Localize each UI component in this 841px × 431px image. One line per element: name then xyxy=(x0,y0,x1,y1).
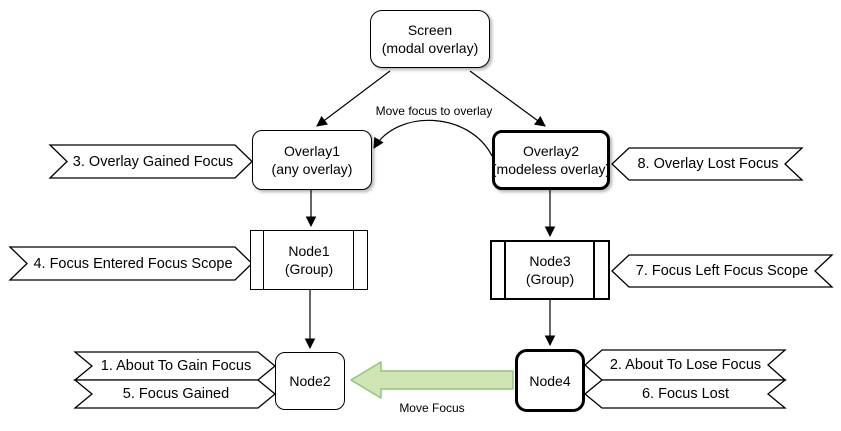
group-side-line xyxy=(593,242,595,298)
edge-screen-to-overlay2 xyxy=(469,70,546,127)
group-side-line xyxy=(504,242,506,298)
node-overlay2: Overlay2 (modeless overlay) xyxy=(492,130,610,190)
node-group3: Node3 (Group) xyxy=(490,240,610,300)
node-overlay1: Overlay1 (any overlay) xyxy=(252,130,372,190)
banner-shape-5 xyxy=(73,379,277,409)
node-node2: Node2 xyxy=(275,352,345,410)
node-group1-title: Node1 xyxy=(288,243,330,259)
banner-shape-4 xyxy=(8,246,253,281)
event-banner-focus-gained: 5. Focus Gained xyxy=(122,386,230,402)
banner-shape-3 xyxy=(48,144,253,179)
node-screen-subtitle: (modal overlay) xyxy=(381,40,479,56)
event-banner-overlay-gained-focus: 3. Overlay Gained Focus xyxy=(72,153,234,170)
banner-shape-7 xyxy=(611,254,834,288)
node-overlay2-subtitle: (modeless overlay) xyxy=(491,161,611,177)
banner-shape-6 xyxy=(583,379,787,409)
event-banner-focus-entered-focus-scope: 4. Focus Entered Focus Scope xyxy=(33,255,233,272)
edge-label-move-focus-to-overlay: Move focus to overlay xyxy=(372,104,496,118)
edge-screen-to-overlay1 xyxy=(316,70,391,127)
node-node4: Node4 xyxy=(515,349,585,412)
node-node2-title: Node2 xyxy=(289,373,331,389)
node-screen: Screen (modal overlay) xyxy=(370,10,490,68)
node-group1-subtitle: (Group) xyxy=(284,261,334,277)
event-banner-focus-lost: 6. Focus Lost xyxy=(641,386,730,402)
node-group3-subtitle: (Group) xyxy=(525,271,575,287)
node-group3-title: Node3 xyxy=(529,253,571,269)
group-side-line xyxy=(263,231,264,289)
banner-shape-8 xyxy=(611,147,804,181)
node-overlay1-subtitle: (any overlay) xyxy=(271,161,353,177)
node-screen-title: Screen xyxy=(407,22,453,38)
node-group1: Node1 (Group) xyxy=(250,230,368,290)
edge-label-move-focus: Move Focus xyxy=(382,401,482,415)
event-banner-focus-left-focus-scope: 7. Focus Left Focus Scope xyxy=(635,263,809,279)
node-overlay1-title: Overlay1 xyxy=(283,143,341,159)
node-node4-title: Node4 xyxy=(529,372,571,389)
event-banner-about-to-gain-focus: 1. About To Gain Focus xyxy=(100,358,252,374)
event-banner-overlay-lost-focus: 8. Overlay Lost Focus xyxy=(637,156,779,172)
node-overlay2-title: Overlay2 xyxy=(522,143,580,159)
event-banner-about-to-lose-focus: 2. About To Lose Focus xyxy=(609,357,762,373)
move-focus-arrow xyxy=(350,361,514,399)
edge-overlay2-to-overlay1-curve xyxy=(373,119,493,157)
group-side-line xyxy=(353,231,354,289)
